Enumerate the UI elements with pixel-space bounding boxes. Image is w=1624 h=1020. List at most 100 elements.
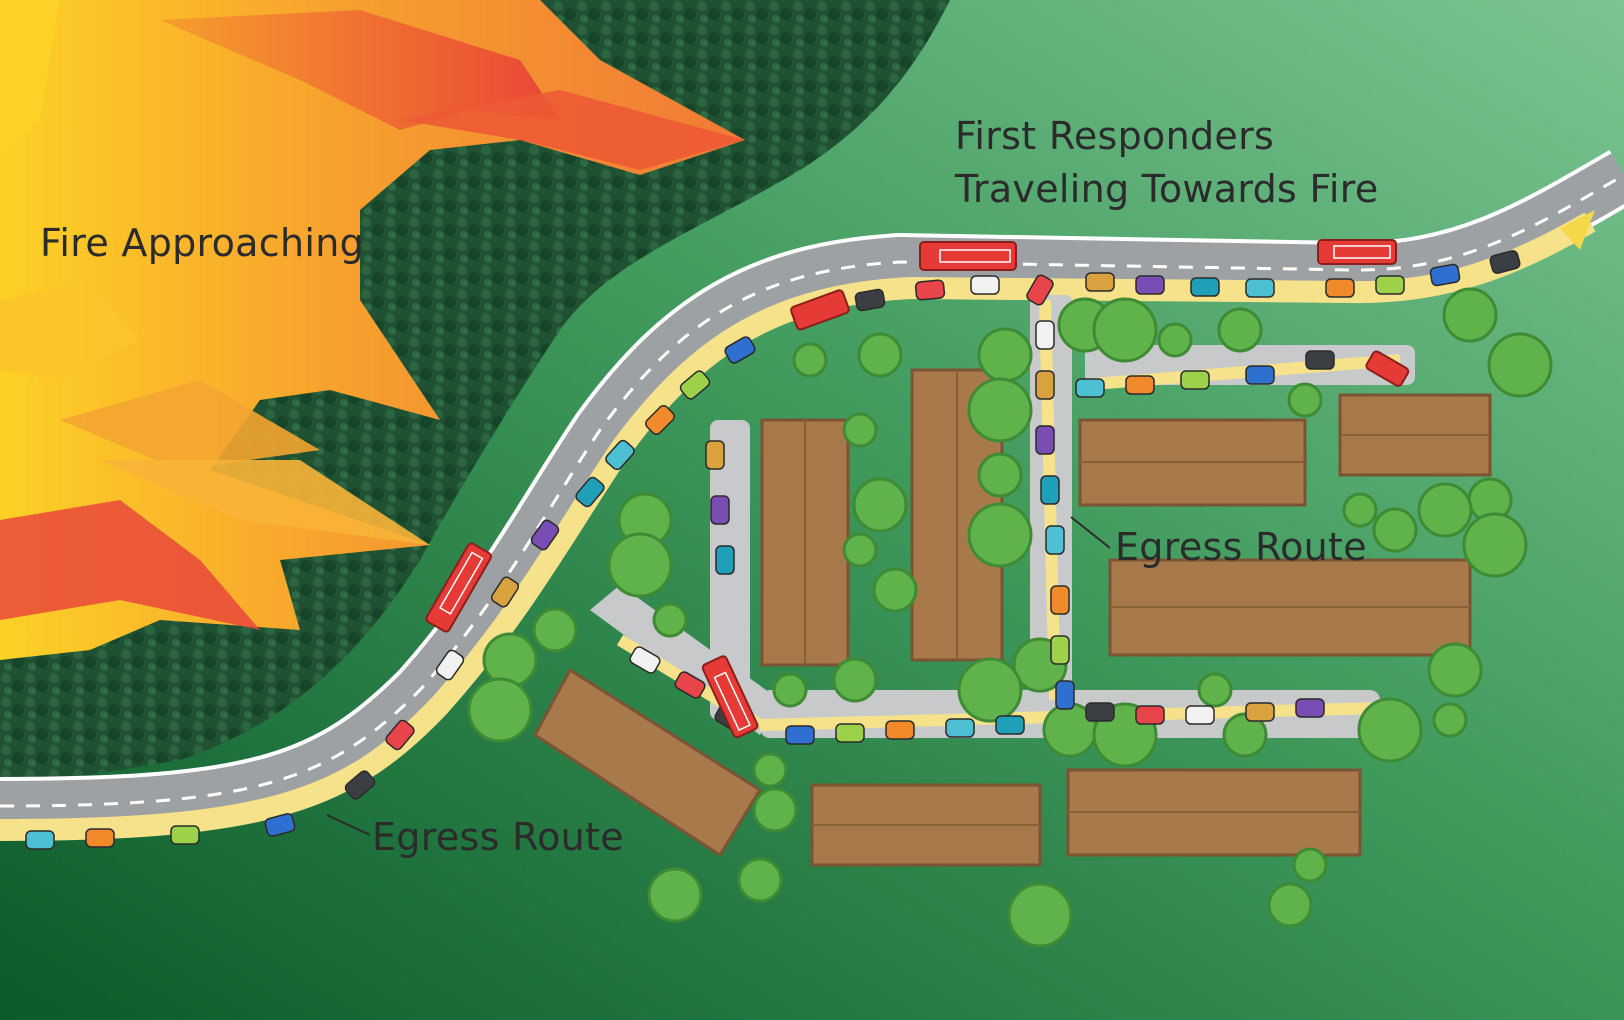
car (1190, 277, 1220, 297)
fire-approaching-label: Fire Approaching (40, 221, 364, 265)
car (385, 719, 415, 751)
car (490, 576, 520, 608)
car (1035, 370, 1055, 400)
egress-route-label-neighborhood: Egress Route (1115, 525, 1367, 569)
tree (957, 657, 1023, 723)
car (530, 519, 560, 551)
car (1135, 275, 1165, 295)
car (1305, 350, 1335, 370)
car (85, 828, 115, 848)
building-roof (533, 667, 763, 858)
tree (977, 327, 1033, 383)
tree (482, 632, 538, 688)
egress-route-label-highway: Egress Route (372, 815, 624, 859)
tree (1287, 382, 1323, 418)
tree (467, 677, 533, 743)
car (1325, 278, 1355, 298)
tree (1432, 702, 1468, 738)
tree (1342, 492, 1378, 528)
car (715, 545, 735, 575)
car (264, 813, 296, 837)
fire-truck (919, 241, 1017, 271)
car (1185, 705, 1215, 725)
car (785, 725, 815, 745)
tree (607, 532, 673, 598)
tree (1222, 712, 1268, 758)
tree (852, 477, 908, 533)
fire-truck (1365, 350, 1410, 387)
car (1180, 370, 1210, 390)
first-responders-label-line2: Traveling Towards Fire (955, 167, 1379, 211)
car (1295, 698, 1325, 718)
car (629, 646, 661, 674)
tree (872, 567, 918, 613)
car (170, 825, 200, 845)
fire-truck (1317, 239, 1397, 265)
fire-flames (0, 0, 745, 660)
car (945, 718, 975, 738)
evacuating-cars (25, 250, 1521, 850)
tree (752, 787, 798, 833)
tree (1267, 882, 1313, 928)
tree (772, 672, 808, 708)
tree (1292, 847, 1328, 883)
car (1045, 525, 1065, 555)
car (435, 649, 465, 681)
car (1245, 365, 1275, 385)
egress-leader-line (326, 814, 371, 836)
tree (967, 377, 1033, 443)
car (970, 275, 1000, 295)
car (835, 723, 865, 743)
fire-truck (790, 289, 850, 331)
car (1429, 263, 1461, 287)
tree (792, 342, 828, 378)
egress-leader-line (1070, 516, 1111, 549)
tree (832, 657, 878, 703)
car (575, 476, 605, 508)
tree (977, 452, 1023, 498)
car (674, 671, 706, 699)
car (1035, 320, 1055, 350)
car (1135, 705, 1165, 725)
car (1245, 278, 1275, 298)
tree (967, 502, 1033, 568)
car (1035, 425, 1055, 455)
car (710, 495, 730, 525)
fire-truck (701, 655, 759, 739)
fire-trucks (425, 239, 1410, 739)
tree (647, 867, 703, 923)
car (885, 720, 915, 740)
tree (1157, 322, 1193, 358)
car (1026, 274, 1054, 306)
tree (1197, 672, 1233, 708)
direction-arrow (1560, 210, 1595, 250)
tree (1092, 297, 1158, 363)
tree (532, 607, 578, 653)
car (1075, 378, 1105, 398)
car (605, 439, 635, 471)
tree (1442, 287, 1498, 343)
car (1050, 585, 1070, 615)
car (645, 405, 675, 435)
first-responders-label-line1: First Responders (955, 114, 1275, 158)
car (854, 288, 886, 312)
car (1055, 680, 1075, 710)
tree (1462, 512, 1528, 578)
tree (1427, 642, 1483, 698)
car (1375, 275, 1405, 295)
car (1085, 702, 1115, 722)
tree (752, 752, 788, 788)
car (1040, 475, 1060, 505)
buildings (533, 368, 1492, 867)
car (1125, 375, 1155, 395)
car (914, 279, 946, 301)
fire-truck (425, 542, 493, 633)
trees (467, 287, 1553, 948)
tree (842, 532, 878, 568)
tree (1487, 332, 1553, 398)
car (25, 830, 55, 850)
tree (652, 602, 688, 638)
car (1489, 250, 1521, 274)
car (724, 336, 756, 364)
